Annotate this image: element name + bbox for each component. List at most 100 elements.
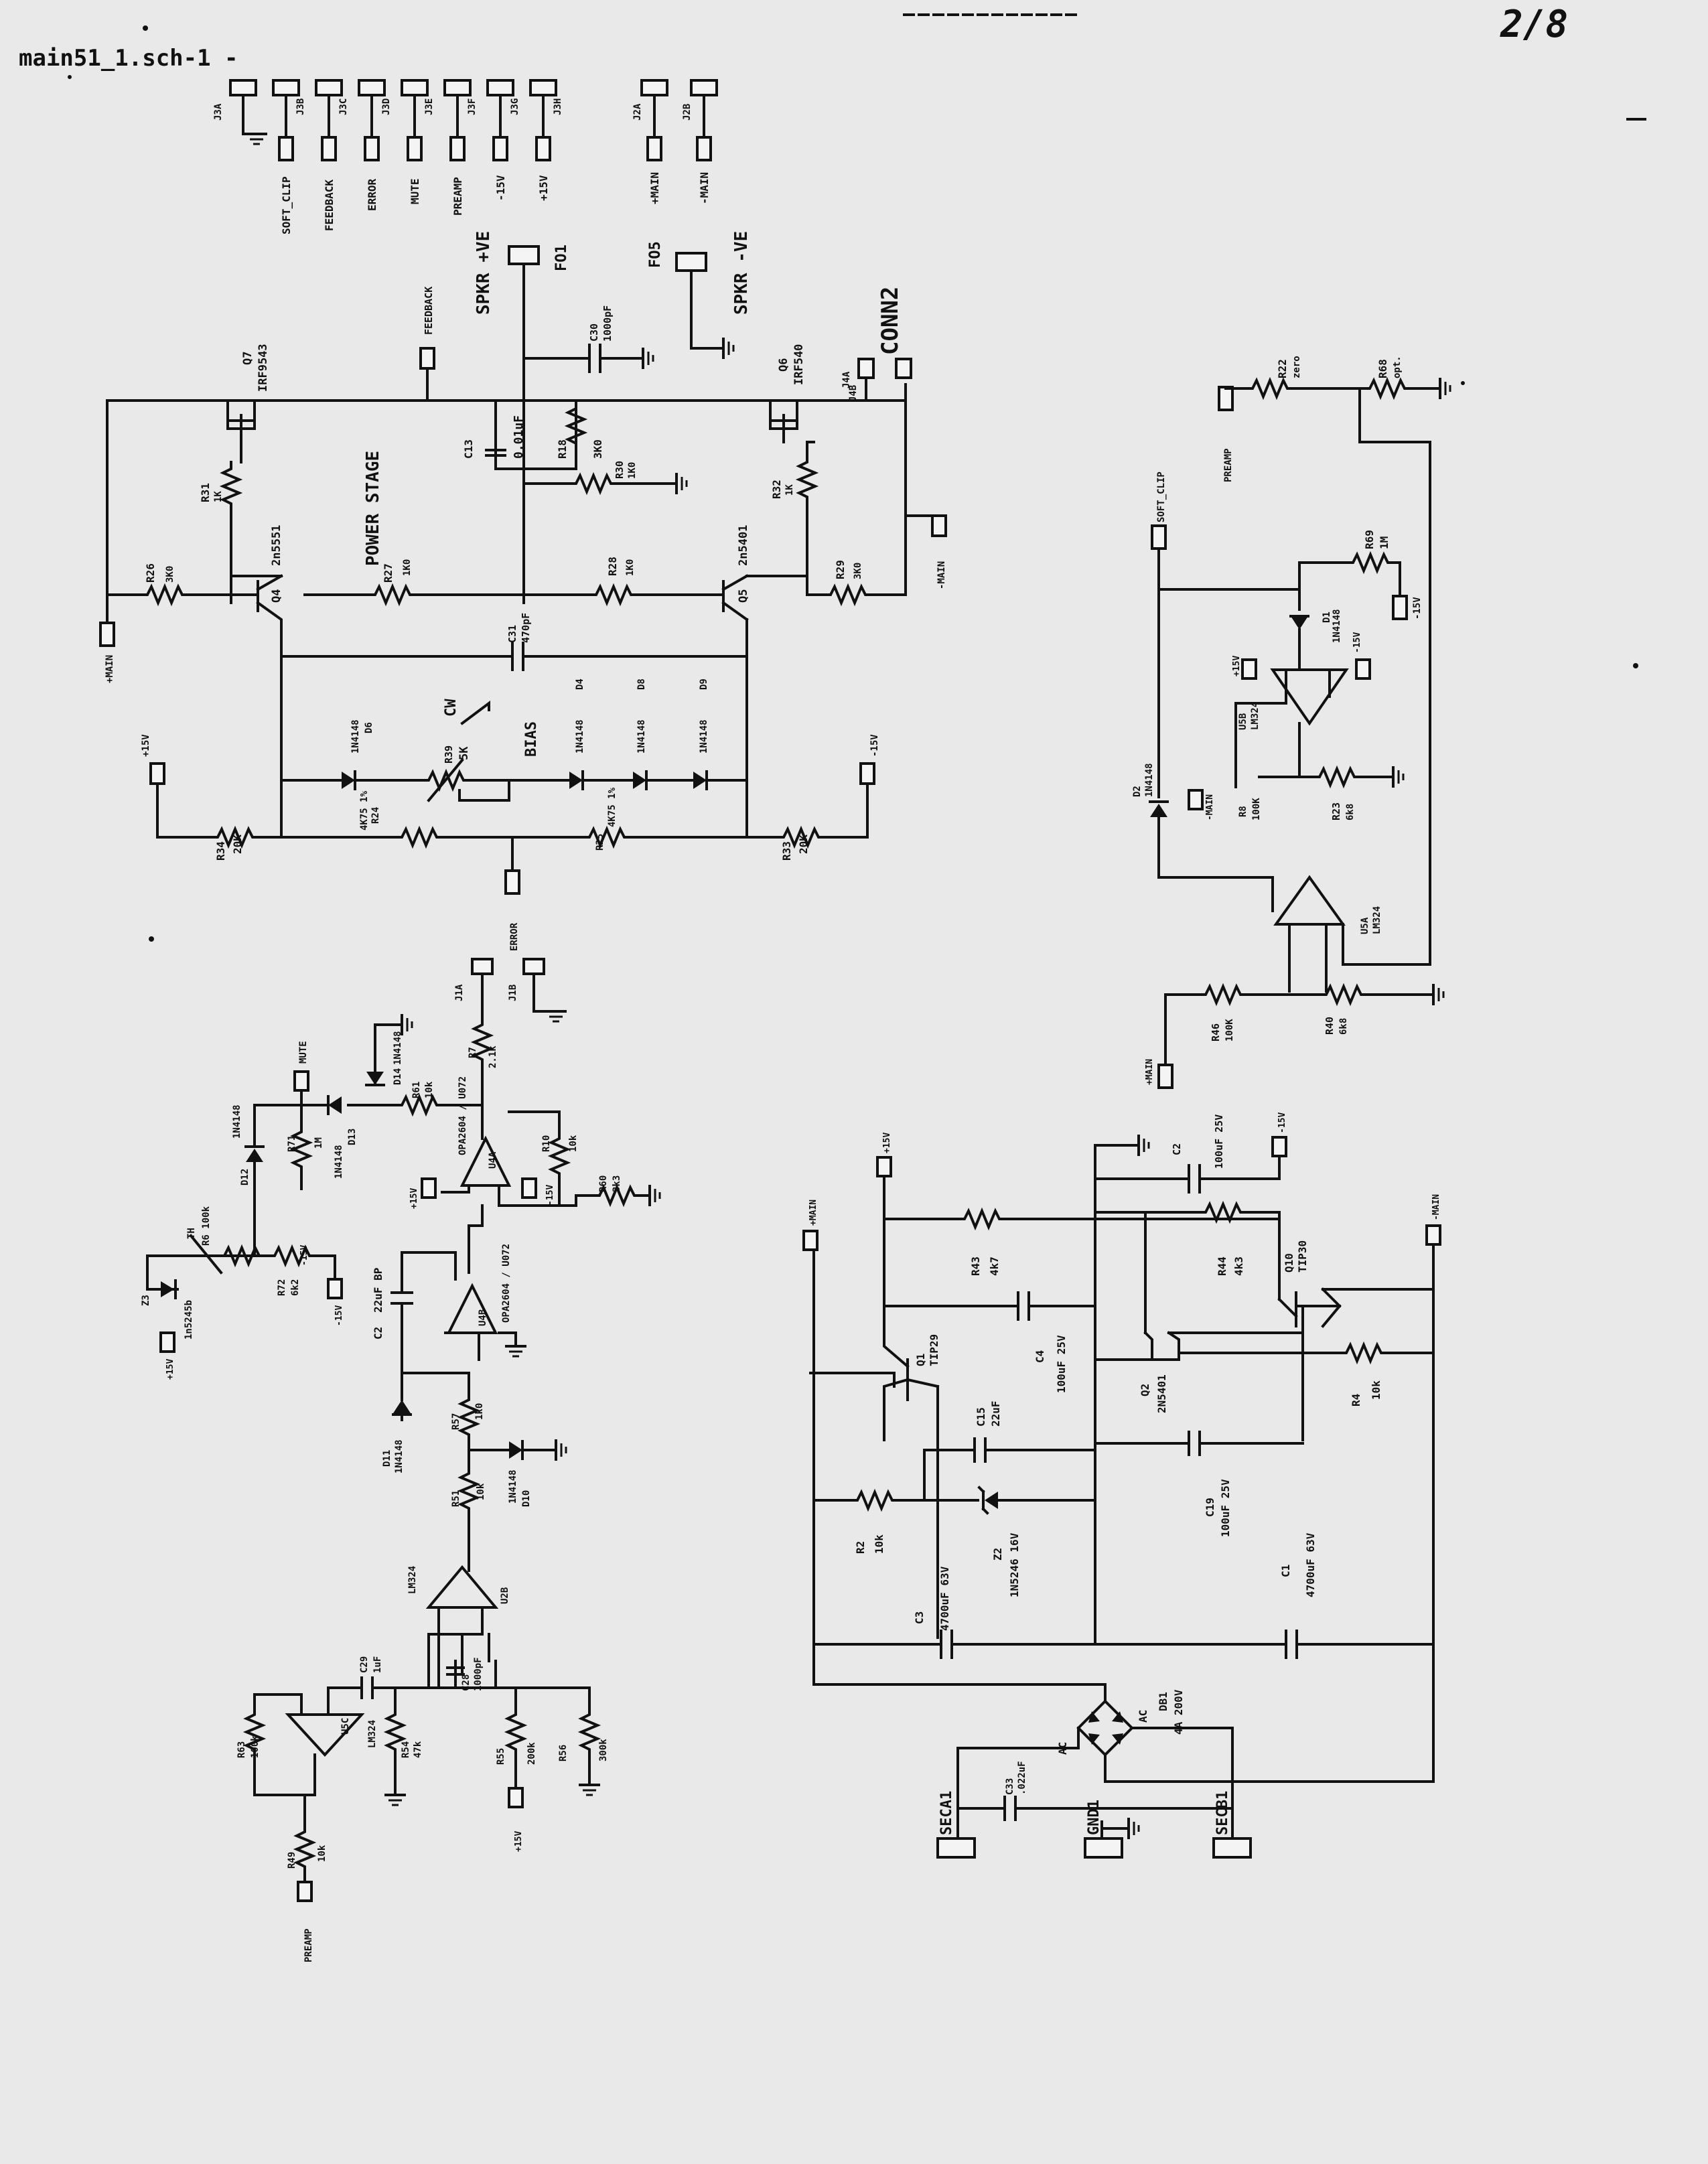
bridge-ac-right: AC bbox=[1137, 1710, 1149, 1723]
soft-clip-preamp-label: PREAMP bbox=[1223, 448, 1234, 482]
r4-ref: R4 bbox=[1350, 1394, 1362, 1406]
c1-value: 4700uF 63V bbox=[1304, 1532, 1317, 1597]
z3-ref: Z3 bbox=[141, 1295, 151, 1306]
r57-ref: R57 bbox=[451, 1413, 461, 1430]
c19-ref: C19 bbox=[1204, 1498, 1216, 1517]
thermistor-value: R6 100k bbox=[201, 1206, 212, 1246]
bridge-ac-left: AC bbox=[1056, 1742, 1069, 1755]
u5a-part: LM324 bbox=[1372, 906, 1382, 934]
c15-ref: C15 bbox=[975, 1407, 987, 1427]
j4a-label: J4A bbox=[841, 371, 852, 388]
r61-ref: R61 bbox=[411, 1082, 422, 1098]
r71-ref: R71 bbox=[287, 1135, 297, 1152]
r54-value: 47k bbox=[413, 1741, 423, 1758]
r40-value: 6k8 bbox=[1338, 1018, 1349, 1035]
u4b-ref: U4B bbox=[478, 1309, 488, 1326]
q6-ref: Q6 bbox=[777, 358, 790, 372]
r23-value: 6k8 bbox=[1345, 804, 1356, 820]
feedback-label: FEEDBACK bbox=[423, 287, 435, 335]
r32-value: 1K bbox=[784, 484, 795, 496]
q10-part: TIP30 bbox=[1296, 1240, 1309, 1273]
c2-value: 22uF BP bbox=[372, 1268, 384, 1313]
u5a-ref: U5A bbox=[1360, 917, 1370, 934]
r8-minus-main: -MAIN bbox=[1205, 794, 1215, 820]
q2-ref: Q2 bbox=[1139, 1384, 1151, 1396]
u5c-part: LM324 bbox=[367, 1720, 378, 1748]
speaker-positive-label: SPKR +VE bbox=[474, 231, 494, 315]
error-net-label: ERROR bbox=[509, 922, 520, 951]
c19-value: 100uF 25V bbox=[1219, 1479, 1232, 1537]
d11-ref: D11 bbox=[382, 1450, 393, 1467]
u4b-part: OPA2604 / U072 bbox=[501, 1244, 512, 1323]
plus-main-net: +MAIN bbox=[104, 655, 115, 683]
mute-net-label: MUTE bbox=[298, 1041, 309, 1064]
r34-ref: R34 bbox=[214, 841, 227, 861]
conn-ref-j2b: J2B bbox=[682, 104, 693, 121]
r33-value: 20K bbox=[797, 835, 810, 854]
u4a-ref: U4A bbox=[488, 1151, 498, 1169]
seca1-label: SECA1 bbox=[938, 1791, 955, 1835]
soft-clip-net-label: SOFT_CLIP bbox=[1156, 472, 1167, 522]
c33-ref: C33 bbox=[1005, 1778, 1015, 1795]
r63-ref: R63 bbox=[236, 1741, 247, 1758]
r46-value: 100K bbox=[1224, 1019, 1235, 1041]
j4b-label: J4B bbox=[848, 385, 859, 402]
power-supply-block: +15V -15V +MAIN -MAIN C2 100uF 25V R43 4… bbox=[802, 1112, 1441, 1859]
r2-ref: R2 bbox=[854, 1541, 867, 1554]
r44-ref: R44 bbox=[1216, 1256, 1228, 1276]
power-stage-title: POWER STAGE bbox=[363, 451, 383, 566]
r40-ref: R40 bbox=[1324, 1017, 1336, 1035]
u5b-ref: U5B bbox=[1238, 713, 1249, 730]
r72-value: 6k2 bbox=[290, 1279, 301, 1296]
q1-part: TIP29 bbox=[928, 1334, 940, 1366]
bridge-value: 4A 200V bbox=[1172, 1689, 1185, 1735]
c4-value: 100uF 25V bbox=[1055, 1335, 1068, 1393]
r56-value: 300k bbox=[598, 1739, 609, 1761]
q2-part: 2N5401 bbox=[1155, 1374, 1168, 1413]
r49-ref: R49 bbox=[287, 1852, 297, 1869]
c15-value: 22uF bbox=[989, 1400, 1002, 1427]
d13-part: 1N4148 bbox=[334, 1145, 344, 1179]
q6-part: IRF540 bbox=[792, 344, 806, 385]
r34-value: 20K bbox=[231, 835, 244, 854]
r22-ref: R22 bbox=[1276, 359, 1289, 378]
psu-minus-main-label: -MAIN bbox=[1431, 1194, 1441, 1220]
u4a-minus15v: -15V bbox=[545, 1185, 555, 1206]
z2-ref: Z2 bbox=[991, 1548, 1004, 1561]
r68-ref: R68 bbox=[1376, 359, 1389, 378]
d10-ref: D10 bbox=[521, 1490, 532, 1507]
psu-minus15v-label: -15V bbox=[1277, 1112, 1287, 1133]
bridge-ref: DB1 bbox=[1157, 1692, 1169, 1711]
d4-part: 1N4148 bbox=[575, 719, 585, 753]
bias-label: BIAS bbox=[523, 721, 540, 757]
thermistor-ref: TH bbox=[186, 1228, 197, 1239]
r29-ref: R29 bbox=[834, 560, 847, 579]
d1-ref: D1 bbox=[1322, 611, 1332, 623]
conn-ref-j3b: J3B bbox=[295, 98, 306, 115]
u5c-ref: U5C bbox=[340, 1718, 351, 1735]
thermistor-minus15v: -15V bbox=[334, 1305, 344, 1326]
c30-ref: C30 bbox=[588, 323, 600, 342]
d13-ref: D13 bbox=[347, 1129, 358, 1145]
r32-ref: R32 bbox=[770, 480, 783, 499]
r55-value: 200k bbox=[526, 1742, 537, 1765]
r18-ref: R18 bbox=[556, 439, 569, 459]
r60-value: 3k3 bbox=[612, 1175, 622, 1192]
d12-part: 1N4148 bbox=[232, 1104, 242, 1139]
conn2-label: CONN2 bbox=[877, 287, 904, 355]
c1-ref: C1 bbox=[1279, 1565, 1292, 1577]
psu-c2-value: 100uF 25V bbox=[1213, 1114, 1225, 1169]
r55-plus15v: +15V bbox=[514, 1831, 524, 1852]
r43-ref: R43 bbox=[969, 1256, 982, 1276]
d12-ref: D12 bbox=[240, 1169, 251, 1185]
r7-ref: R7 bbox=[468, 1047, 478, 1058]
secb1-label: SECB1 bbox=[1214, 1791, 1231, 1835]
r69-value: 1M bbox=[1378, 536, 1391, 549]
conn-ref-j3g: J3G bbox=[510, 98, 520, 115]
r51-ref: R51 bbox=[451, 1490, 461, 1507]
d11-part: 1N4148 bbox=[394, 1439, 405, 1473]
r57-value: 1k0 bbox=[474, 1403, 485, 1420]
r8-value: 100K bbox=[1251, 798, 1262, 820]
net-label-error: ERROR bbox=[366, 178, 378, 211]
